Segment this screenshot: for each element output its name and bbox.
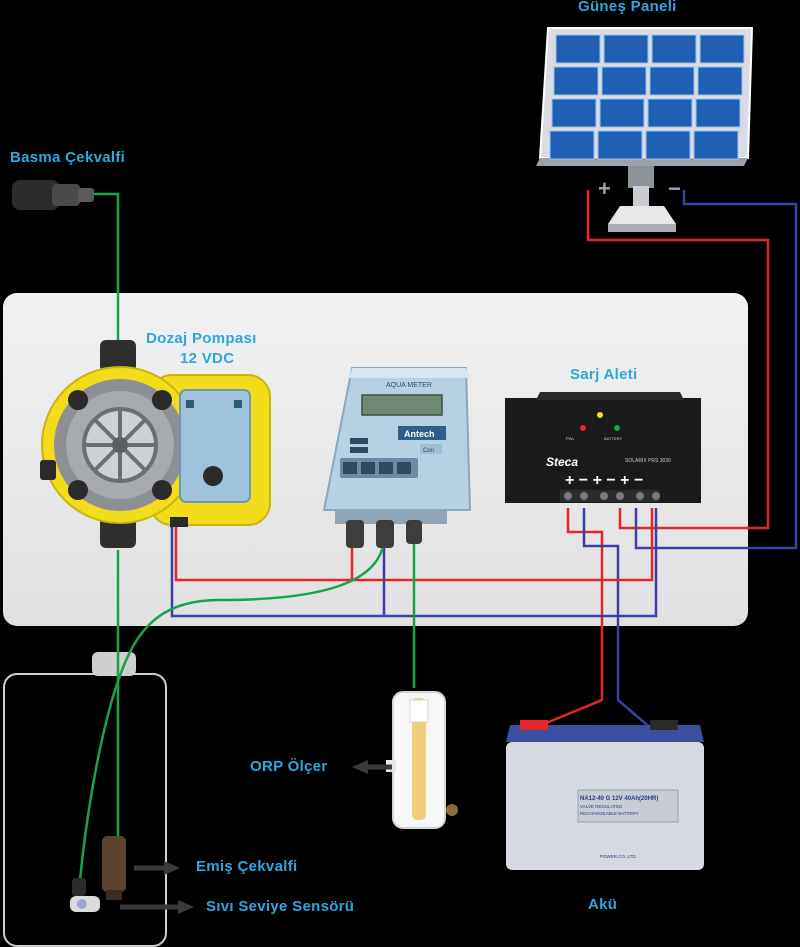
dosing-pump: [40, 340, 271, 548]
solar-cell: [549, 130, 595, 160]
solar-panel: [536, 27, 754, 232]
arrow-suction-valve: [134, 861, 180, 875]
meter-brand-text: Antech: [404, 429, 435, 439]
label-battery: Akü: [588, 896, 618, 913]
hose-discharge: [92, 192, 120, 340]
svg-text:+ − + − + −: + − + − + −: [565, 472, 643, 489]
solar-cell: [601, 66, 647, 96]
solar-cell: [647, 98, 693, 128]
label-suction-check-valve: Emiş Çekvalfi: [196, 858, 298, 875]
label-level-sensor: Sıvı Seviye Sensörü: [206, 898, 355, 915]
orp-controller-unit: [322, 367, 472, 548]
battery: [506, 720, 704, 870]
solar-cell: [553, 66, 599, 96]
solar-cell: [551, 98, 597, 128]
solar-cell: [651, 34, 697, 64]
solar-cell: [597, 130, 643, 160]
discharge-check-valve: [12, 180, 94, 210]
controller-brand: Steca: [546, 455, 578, 469]
wire-battery-positive: [533, 508, 604, 730]
solar-cell: [697, 66, 743, 96]
battery-sub-text: VALVE REGULATED: [580, 804, 623, 809]
battery-maker-text: POWER CO.,LTD.: [600, 854, 637, 859]
wire-solar-negative: [634, 190, 798, 550]
label-dosing-pump-voltage: 12 VDC: [180, 350, 235, 367]
solar-cell: [649, 66, 695, 96]
charge-controller: + − + − + −: [505, 392, 701, 503]
controller-model: SOLARIX PRS 3030: [625, 458, 671, 464]
controller-led1-label: PWL: [566, 436, 575, 441]
solar-plus-sign: +: [598, 176, 611, 201]
solar-cell: [599, 98, 645, 128]
battery-sub2-text: RECHARGEABLE BATTERY: [580, 811, 639, 816]
label-discharge-check-valve: Basma Çekvalfi: [10, 149, 126, 166]
orp-probe: [386, 691, 458, 829]
label-solar-panel: Güneş Paneli: [578, 0, 677, 15]
solar-cell: [693, 130, 739, 160]
arrow-orp: [352, 760, 392, 774]
controller-led2-label: BATTERY: [604, 436, 622, 441]
cable-level-sensor: [78, 539, 386, 881]
solar-cell: [699, 34, 745, 64]
battery-model-text: NA12-40 G 12V 40Ah(20HR): [580, 796, 658, 802]
solar-cell: [645, 130, 691, 160]
arrow-level-sensor: [120, 900, 194, 914]
level-sensor: [70, 878, 100, 912]
solar-minus-sign: −: [668, 176, 681, 201]
meter-top-text: AQUA METER: [386, 382, 432, 389]
meter-tab-text: Con: [423, 448, 434, 454]
label-dosing-pump: Dozaj Pompası: [146, 330, 257, 347]
label-charge-controller: Sarj Aleti: [570, 366, 638, 383]
solar-cell: [555, 34, 601, 64]
solar-cell: [695, 98, 741, 128]
suction-check-valve: [102, 836, 126, 900]
wire-battery-negative: [582, 508, 661, 737]
solar-cell: [603, 34, 649, 64]
label-orp-meter: ORP Ölçer: [250, 758, 328, 775]
wire-solar-positive: [586, 190, 770, 530]
